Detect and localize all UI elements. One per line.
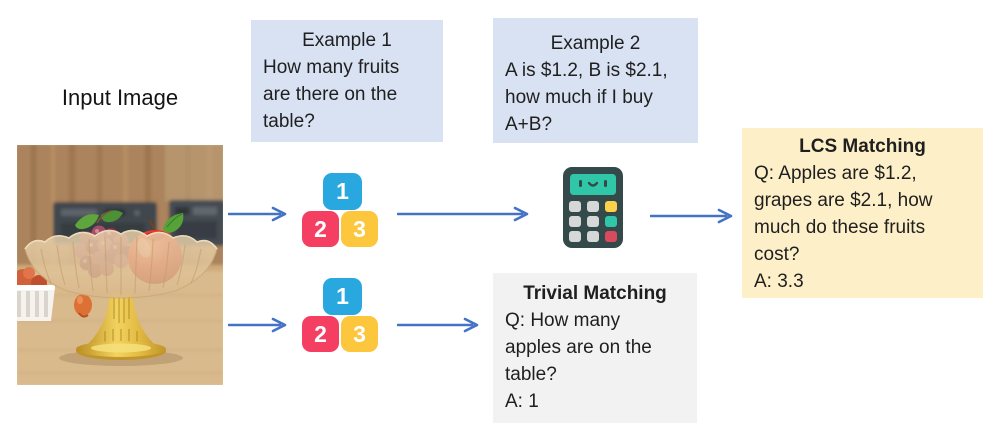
number-blocks-icon-top: 1 2 3 [302, 173, 378, 247]
block-2-icon: 2 [302, 211, 339, 247]
input-image-label: Input Image [61, 85, 179, 110]
calculator-icon [563, 167, 623, 248]
block-1-icon: 1 [323, 173, 362, 210]
flow-arrow-blocks-to-calculator [397, 206, 529, 222]
number-blocks-icon-bottom: 1 2 3 [302, 278, 378, 352]
example1-box: Example 1 How many fruits are there on t… [251, 20, 443, 142]
flow-arrow-calculator-to-lcs [650, 208, 733, 224]
example1-title: Example 1 [302, 30, 392, 51]
example2-question: A is $1.2, B is $2.1, how much if I buy … [505, 60, 668, 135]
flow-arrow-image-to-blocks-bottom [228, 317, 287, 333]
block-2-icon: 2 [302, 316, 339, 352]
trivial-matching-qa: Q: How many apples are on the table? A: … [505, 310, 652, 412]
trivial-matching-title: Trivial Matching [523, 283, 667, 304]
trivial-matching-box: Trivial Matching Q: How many apples are … [493, 273, 697, 423]
lcs-matching-title: LCS Matching [799, 136, 926, 157]
lcs-matching-qa: Q: Apples are $1.2, grapes are $2.1, how… [754, 163, 933, 292]
fruit-bowl-photo [17, 145, 223, 385]
lcs-matching-box: LCS Matching Q: Apples are $1.2, grapes … [742, 128, 983, 298]
example2-title: Example 2 [550, 33, 641, 54]
flow-arrow-image-to-blocks-top [228, 206, 287, 222]
flow-arrow-blocks-to-trivial [397, 317, 479, 333]
block-3-icon: 3 [341, 316, 378, 352]
example1-question: How many fruits are there on the table? [263, 57, 400, 132]
example2-box: Example 2 A is $1.2, B is $2.1, how much… [493, 18, 698, 143]
block-1-icon: 1 [323, 278, 362, 315]
input-image [17, 145, 223, 385]
block-3-icon: 3 [341, 211, 378, 247]
